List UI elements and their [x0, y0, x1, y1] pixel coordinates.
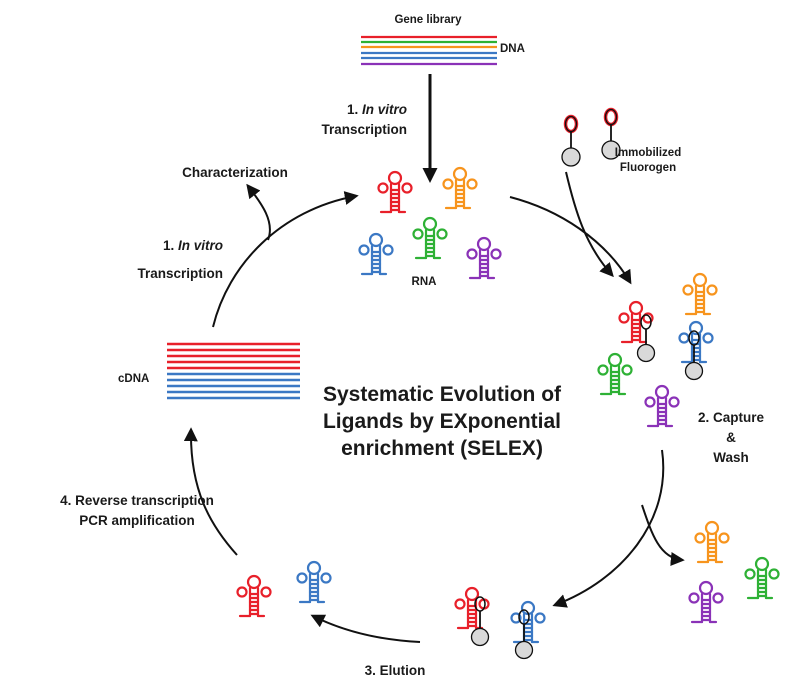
- title-line2: Ligands by EXponential: [323, 410, 561, 433]
- rt-aptamers: [236, 560, 332, 618]
- gene-library-label: Gene library: [394, 14, 462, 26]
- step1-top-line2: Transcription: [321, 122, 407, 137]
- dna-label: DNA: [500, 43, 525, 55]
- arrow-rt-to-cdna: [183, 427, 238, 556]
- arrow-characterization: [246, 183, 271, 241]
- arrow-capture-to-elution: [552, 449, 665, 608]
- title-line3: enrichment (SELEX): [341, 437, 543, 460]
- capture-line3: Wash: [713, 450, 749, 465]
- cycle-arrows: [183, 74, 685, 643]
- reverse-line2: PCR amplification: [79, 513, 195, 528]
- characterization-label: Characterization: [182, 165, 288, 180]
- step1-top-line1: 1. In vitro: [347, 102, 407, 117]
- capture-cluster: [597, 272, 718, 428]
- dna-lines: [361, 35, 497, 66]
- immobilized-line1: Immobilized: [615, 147, 681, 159]
- capture-line1: 2. Capture: [698, 410, 765, 425]
- arrow-rna-to-capture: [509, 196, 632, 285]
- step1-left-line1: 1. In vitro: [163, 238, 223, 253]
- reverse-line1: 4. Reverse transcription: [60, 493, 214, 508]
- elution-aptamers: [454, 586, 546, 660]
- title-line1: Systematic Evolution of: [323, 383, 562, 406]
- arrow-fluorogen-to-capture: [565, 171, 614, 278]
- arrow-cdna-to-rna: [212, 191, 359, 328]
- capture-line2: &: [726, 430, 736, 445]
- immobilized-line2: Fluorogen: [620, 162, 676, 174]
- cdna-lines: [167, 342, 300, 400]
- rna-label: RNA: [412, 276, 437, 288]
- elution-label: 3. Elution: [365, 663, 426, 678]
- washed-aptamers: [688, 520, 780, 624]
- rna-pool: [358, 166, 502, 280]
- arrow-elution-to-rt: [310, 614, 421, 643]
- arrow-wash-out: [641, 504, 685, 566]
- cdna-label: cDNA: [118, 373, 149, 385]
- immobilized-fluorogen: [561, 107, 621, 167]
- step1-left-line2: Transcription: [137, 266, 223, 281]
